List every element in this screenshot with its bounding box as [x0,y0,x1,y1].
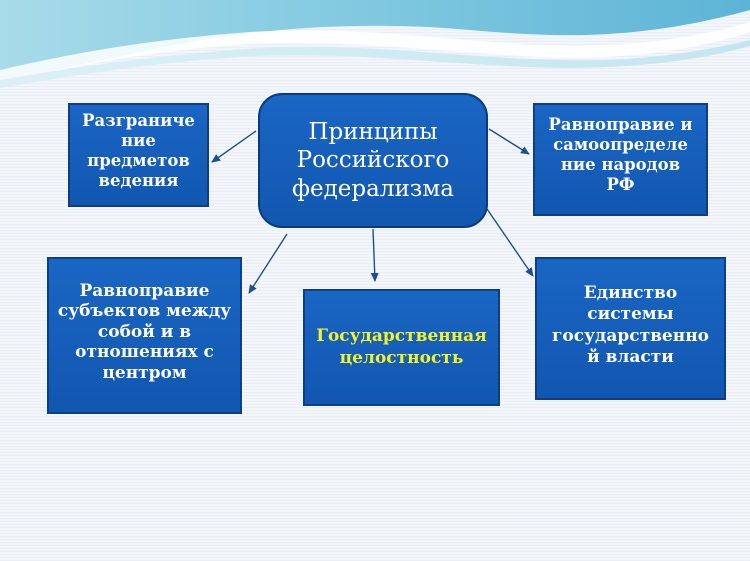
node-peoples-equality-label: Равноправие и самоопределе ние народов Р… [548,115,693,195]
node-subjects-equality: Равноправие субъектов между собой и в от… [47,257,242,414]
node-power-unity-label: Единство системы государственно й власти [552,283,709,367]
node-subjects-equality-label: Равноправие субъектов между собой и в от… [57,281,232,383]
node-delimitation-label: Разграниче ние предметов ведения [82,111,195,191]
node-power-unity: Единство системы государственно й власти [535,257,726,400]
node-state-integrity-label: Государственная целостность [316,326,487,368]
node-state-integrity: Государственная целостность [303,289,500,406]
node-delimitation: Разграниче ние предметов ведения [68,103,209,207]
arrow-to-delimitation [211,130,257,163]
arrow-to-subjects-equality [248,233,288,294]
node-peoples-equality: Равноправие и самоопределе ние народов Р… [533,103,708,216]
central-node: Принципы Российского федерализма [258,93,488,228]
arrow-to-power-unity [486,208,534,277]
decorative-wave-header [0,0,750,88]
arrow-to-peoples-equality [488,128,530,155]
central-node-label: Принципы Российского федерализма [292,119,454,202]
arrow-to-state-integrity [370,228,379,282]
